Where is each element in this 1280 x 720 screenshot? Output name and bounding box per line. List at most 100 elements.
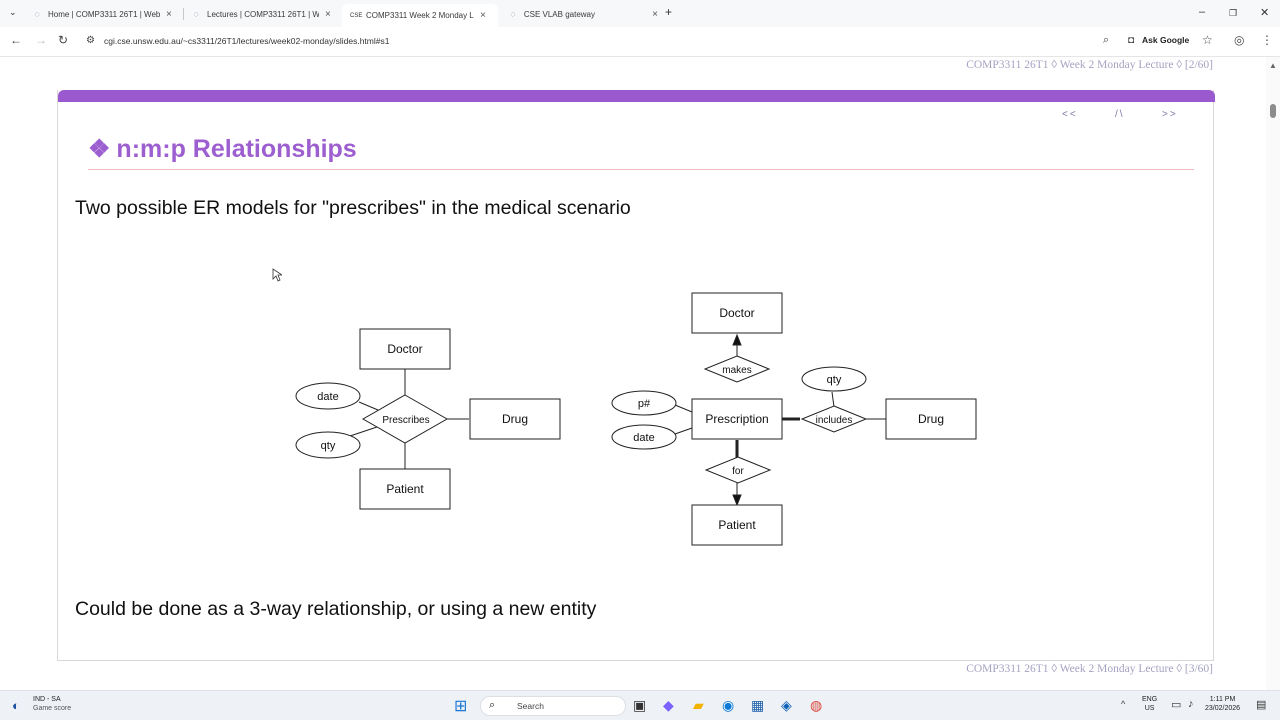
search-placeholder: Search (517, 701, 544, 711)
tab-divider (183, 8, 184, 20)
attribute-pnum-label: p# (638, 398, 651, 410)
close-icon[interactable]: × (325, 8, 331, 20)
entity-doctor-box (359, 328, 451, 370)
globe-icon: ◌ (34, 9, 40, 19)
zoom-icon[interactable]: ⌕ (1103, 34, 1110, 46)
scroll-thumb[interactable] (1270, 104, 1276, 118)
relationship-for-diamond (704, 456, 772, 484)
network-icon[interactable]: ▭ (1171, 699, 1182, 711)
slide-intro-text: Two possible ER models for "prescribes" … (75, 197, 631, 219)
ask-google-button[interactable]: Ask Google (1142, 35, 1190, 45)
entity-doctor-box (691, 292, 783, 334)
store-icon[interactable]: ▦ (751, 697, 765, 713)
entity-patient-label: Patient (386, 482, 424, 496)
tray-overflow-icon[interactable]: ^ (1121, 699, 1126, 709)
close-icon[interactable]: × (480, 10, 486, 21)
entity-prescription-box (691, 398, 783, 440)
file-explorer-icon[interactable]: ▰ (693, 697, 704, 713)
slide-next-link[interactable]: >> (1162, 109, 1178, 120)
relationship-makes-label: makes (722, 365, 751, 376)
arrow-to-patient (732, 494, 742, 507)
menu-icon[interactable]: ⋮ (1261, 33, 1273, 47)
tab-week2-monday[interactable]: CSE COMP3311 Week 2 Monday Le × (342, 4, 498, 27)
minimize-icon[interactable]: – (1199, 6, 1206, 18)
tab-title: COMP3311 Week 2 Monday Le (366, 11, 474, 20)
diamond-bullet-icon: ❖ (88, 135, 111, 163)
tab-lectures[interactable]: ◌ Lectures | COMP3311 26T1 | We × (191, 4, 339, 24)
chrome-icon[interactable]: ◍ (810, 697, 823, 713)
lang-line1: ENG (1142, 696, 1158, 703)
site-info-icon[interactable]: ⚙ (86, 35, 95, 46)
edge-icon[interactable]: ◉ (722, 697, 735, 713)
taskbar-search-box[interactable]: ⌕ Search (480, 696, 626, 716)
relationship-includes-diamond (800, 405, 868, 433)
tab-vlab[interactable]: ◌ CSE VLAB gateway × (508, 4, 658, 24)
entity-patient-box (691, 504, 783, 546)
lang-line2: US (1144, 705, 1155, 712)
slide: << /\ >> ❖n:m:p Relationships Two possib… (57, 90, 1215, 661)
widget-line1: IND - SA (33, 696, 61, 703)
forward-icon[interactable]: → (35, 33, 47, 47)
search-icon: ⌕ (489, 699, 496, 711)
close-icon[interactable]: × (166, 8, 172, 20)
globe-icon: ◌ (510, 9, 516, 19)
relationship-includes-label: includes (816, 415, 853, 426)
language-indicator[interactable]: ENG US (1142, 695, 1157, 713)
attribute-date-ellipse (611, 424, 677, 450)
entity-patient-box (359, 468, 451, 510)
entity-drug-label: Drug (918, 412, 944, 426)
slide-footer-bottom: COMP3311 26T1 ◊ Week 2 Monday Lecture ◊ … (966, 663, 1213, 675)
slide-title-text: n:m:p Relationships (116, 135, 357, 163)
os-taskbar: ◐ IND - SA Game score ⊞ ⌕ Search ▣ ◆ ▰ ◉… (0, 690, 1280, 720)
restore-icon[interactable]: ❐ (1229, 8, 1238, 18)
entity-drug-box (469, 398, 561, 440)
back-icon[interactable]: ← (10, 33, 22, 47)
slide-prev-link[interactable]: << (1062, 109, 1078, 120)
scroll-up-icon[interactable]: ▲ (1269, 61, 1277, 70)
page-content: COMP3311 26T1 ◊ Week 2 Monday Lecture ◊ … (0, 57, 1280, 690)
relationship-prescribes-diamond (361, 394, 449, 444)
browser-tab-strip: ⌄ ◌ Home | COMP3311 26T1 | Web × ◌ Lectu… (0, 0, 1280, 27)
slide-up-link[interactable]: /\ (1115, 109, 1125, 120)
edge-qty-includes (831, 391, 835, 408)
globe-icon: ◌ (193, 9, 199, 19)
relationship-for-label: for (732, 466, 744, 477)
entity-prescription-label: Prescription (705, 412, 768, 426)
entity-patient-label: Patient (718, 518, 756, 532)
slide-header-bar (58, 90, 1215, 102)
mouse-cursor-icon (272, 268, 282, 282)
attribute-date-label: date (317, 391, 338, 403)
tab-title: CSE VLAB gateway (523, 9, 595, 19)
tab-home[interactable]: ◌ Home | COMP3311 26T1 | Web × (32, 4, 180, 24)
widget-text: IND - SA Game score (33, 695, 71, 713)
copilot-icon[interactable]: ◆ (663, 697, 674, 713)
page-scrollbar[interactable]: ▲ (1266, 57, 1280, 690)
reload-icon[interactable]: ↻ (58, 33, 69, 47)
edge-date-prescribes (358, 401, 379, 411)
task-view-icon[interactable]: ▣ (633, 697, 647, 713)
tab-list-chevron-icon[interactable]: ⌄ (9, 7, 17, 17)
entity-doctor-label: Doctor (719, 306, 754, 320)
attribute-date-ellipse (295, 382, 361, 410)
windows-start-icon[interactable]: ⊞ (454, 698, 468, 715)
window-close-icon[interactable]: ✕ (1260, 7, 1270, 19)
close-icon[interactable]: × (652, 8, 658, 20)
new-tab-icon[interactable]: + (665, 5, 673, 19)
slide-title: ❖n:m:p Relationships (88, 134, 357, 164)
profile-icon[interactable]: ◎ (1234, 33, 1245, 47)
title-divider (88, 169, 1194, 170)
arrow-to-doctor (732, 333, 742, 346)
bookmark-star-icon[interactable]: ☆ (1202, 33, 1213, 47)
volume-icon[interactable]: ♪ (1188, 698, 1194, 710)
cse-icon: CSE (350, 12, 363, 19)
vscode-icon[interactable]: ◈ (781, 697, 792, 713)
clock[interactable]: 1:11 PM 23/02/2026 (1205, 695, 1240, 713)
address-bar[interactable]: cgi.cse.unsw.edu.au/~cs3311/26T1/lecture… (104, 36, 390, 46)
cricket-weather-icon[interactable]: ◐ (12, 698, 20, 713)
attribute-pnum-ellipse (611, 390, 677, 416)
clock-date: 23/02/2026 (1205, 705, 1241, 712)
notification-icon[interactable]: ▤ (1256, 699, 1267, 711)
entity-drug-box (885, 398, 977, 440)
entity-drug-label: Drug (502, 412, 528, 426)
widget-line2: Game score (33, 705, 72, 712)
